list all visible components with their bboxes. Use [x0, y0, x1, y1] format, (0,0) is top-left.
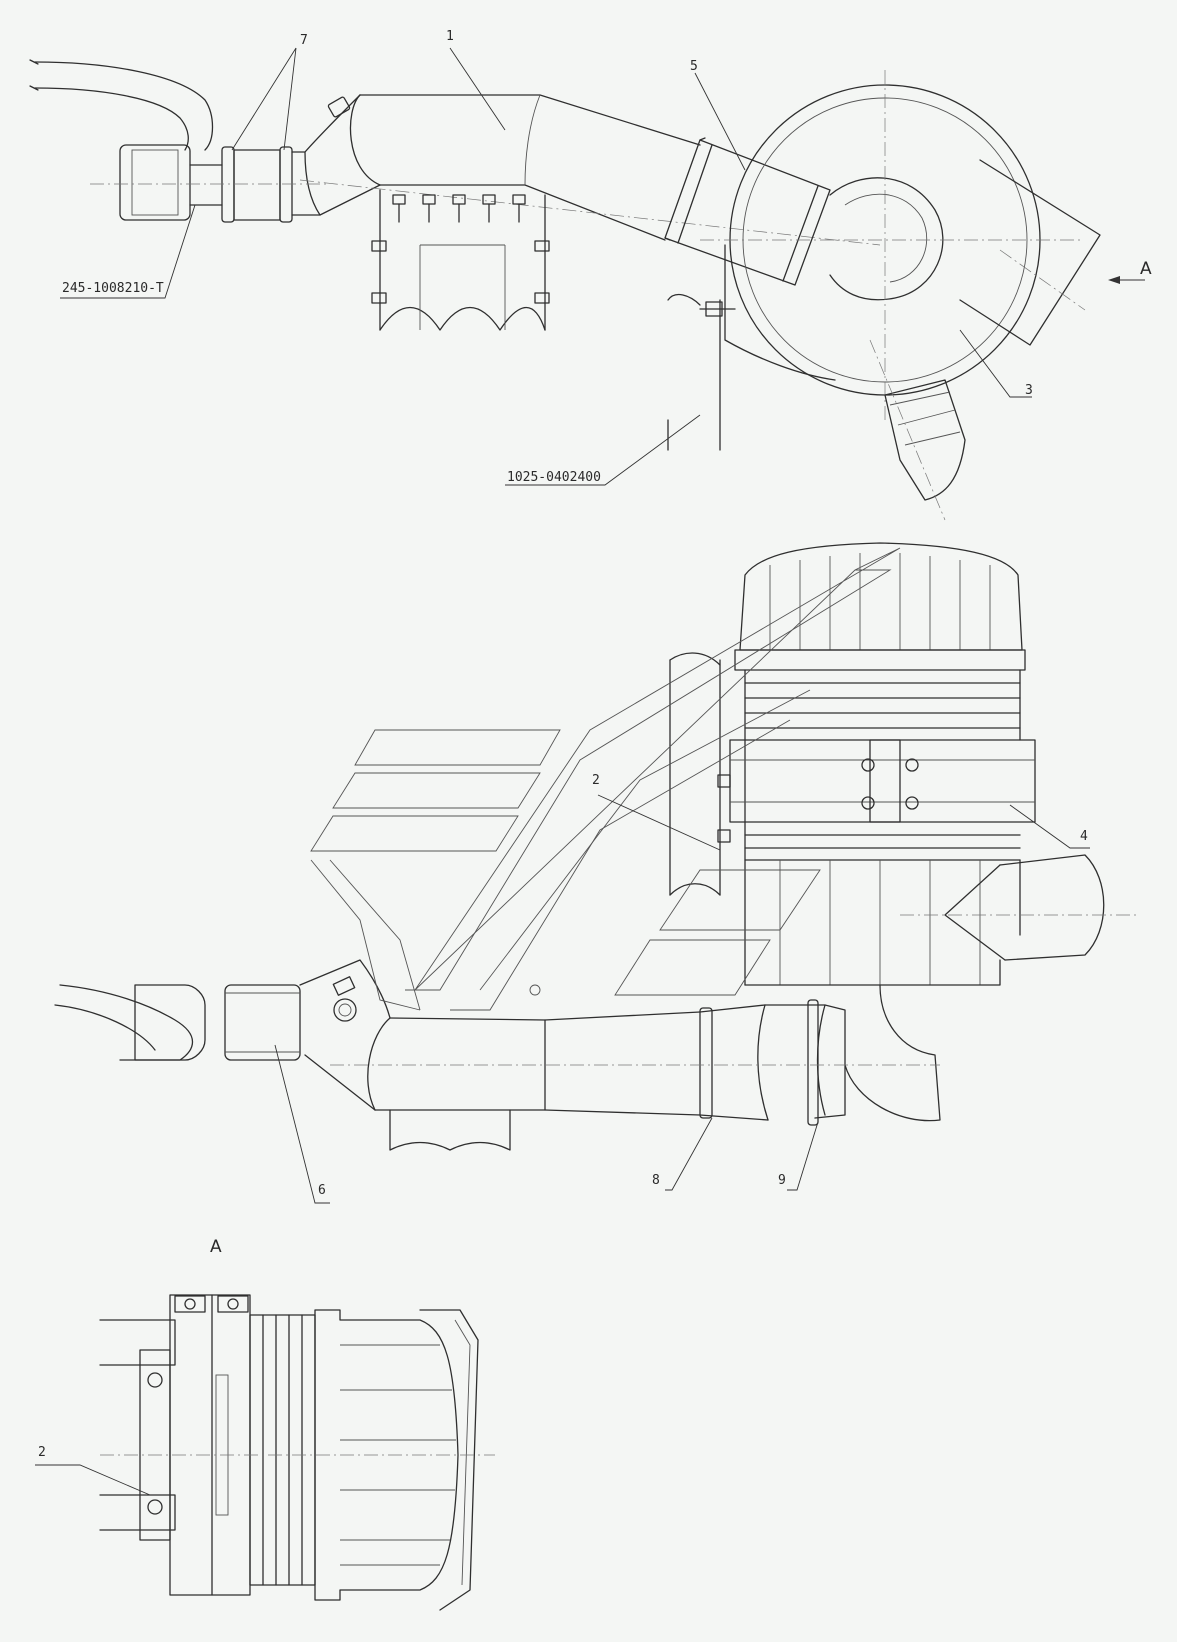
- view-arrow-label: A: [1140, 259, 1152, 279]
- callout-7: 7: [300, 33, 308, 48]
- front-view-leaders: [274, 794, 1090, 1204]
- callout-8: 8: [652, 1173, 660, 1188]
- callout-9: 9: [778, 1173, 786, 1188]
- top-view-leaders: [60, 47, 1032, 486]
- top-view: [29, 59, 1145, 521]
- callout-2-view-a: 2: [38, 1445, 46, 1460]
- watermark-logo: [310, 547, 901, 1011]
- view-a-leader: [35, 1464, 151, 1496]
- callout-2: 2: [592, 773, 600, 788]
- part-number-pipe: 245-1008210-T: [62, 281, 164, 296]
- callout-1: 1: [446, 29, 454, 44]
- front-view: [54, 542, 1140, 1151]
- view-a: [99, 1294, 495, 1611]
- callout-6: 6: [318, 1183, 326, 1198]
- callout-5: 5: [690, 59, 698, 74]
- callout-4: 4: [1080, 829, 1088, 844]
- part-number-bracket: 1025-0402400: [507, 470, 601, 485]
- callout-3: 3: [1025, 383, 1033, 398]
- view-a-title: A: [210, 1237, 222, 1257]
